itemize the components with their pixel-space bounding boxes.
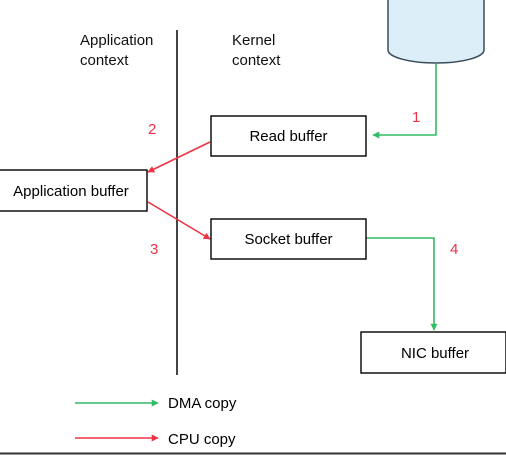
- legend-cpu-label: CPU copy: [168, 431, 236, 448]
- step-number-4: 4: [450, 241, 458, 258]
- read-buffer-rect: [210, 115, 367, 157]
- kernel-context-label-line1: Kernel: [232, 32, 275, 49]
- read-buffer-box: Read buffer: [210, 115, 367, 157]
- application-context-label-line2: context: [80, 52, 129, 69]
- kernel-context-label-line2: context: [232, 52, 281, 69]
- dma-arrow-socket-to-nic-buffer: [366, 237, 438, 331]
- application-buffer-label: Application buffer: [13, 183, 129, 200]
- application-buffer-box: Application buffer: [0, 169, 148, 212]
- nic-buffer-rect: [360, 331, 506, 374]
- legend-dma-label: DMA copy: [168, 395, 237, 412]
- nic-buffer-label: NIC buffer: [401, 345, 469, 362]
- dma-arrow-disk-to-read-buffer: [372, 64, 437, 139]
- application-buffer-rect: [0, 169, 148, 212]
- application-context-label-line1: Application: [80, 32, 153, 49]
- disk-body: [387, 0, 485, 64]
- step-number-2: 2: [148, 121, 156, 138]
- nic-buffer-box: NIC buffer: [360, 331, 506, 374]
- cpu-arrow-read-to-application-buffer: [147, 141, 211, 173]
- socket-buffer-box: Socket buffer: [210, 218, 367, 260]
- disk-cylinder-icon: [387, 0, 485, 64]
- cpu-arrow-application-to-socket-buffer: [147, 201, 211, 240]
- socket-buffer-rect: [210, 218, 367, 260]
- step-number-1: 1: [412, 109, 420, 126]
- step-number-3: 3: [150, 241, 158, 258]
- read-buffer-label: Read buffer: [249, 128, 327, 145]
- legend: DMA copy CPU copy: [75, 395, 237, 448]
- socket-buffer-label: Socket buffer: [244, 231, 332, 248]
